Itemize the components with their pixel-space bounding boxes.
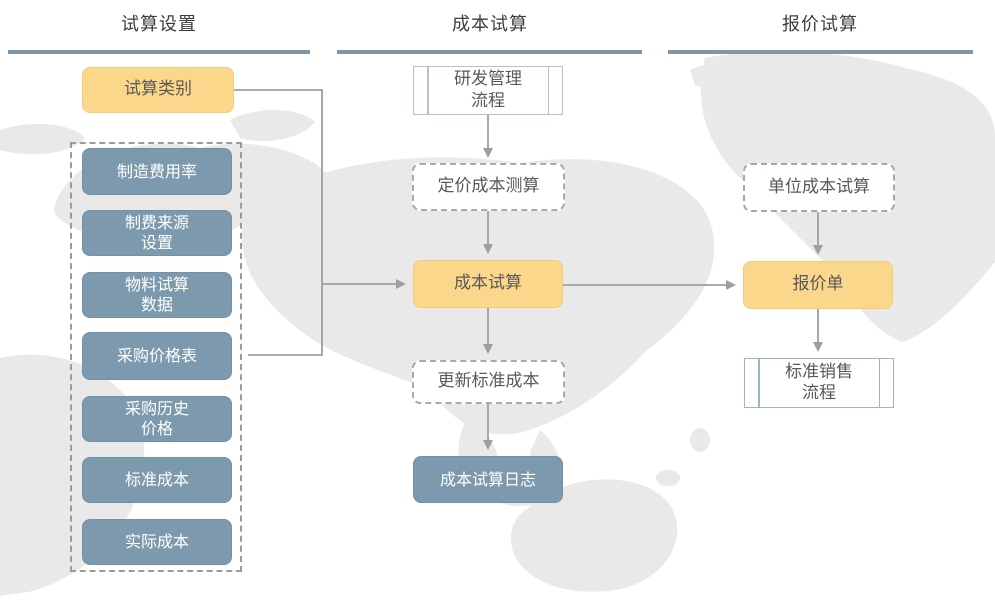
process-bar-right	[547, 67, 549, 114]
node-trial-category: 试算类别	[82, 67, 234, 113]
island-shape	[632, 284, 648, 306]
node-overhead-rate: 制造费用率	[82, 148, 232, 195]
process-bar-left	[427, 67, 429, 114]
column-header-settings: 试算设置	[121, 14, 197, 35]
column-header-costing: 成本试算	[452, 14, 528, 35]
process-bar-right	[878, 359, 880, 407]
node-material-trial-data: 物料试算 数据	[82, 272, 232, 318]
process-bar-left	[758, 359, 760, 407]
node-rd-management-process: 研发管理 流程	[413, 66, 563, 115]
island-shape	[656, 470, 680, 486]
settings-bracket-line	[234, 89, 323, 356]
node-update-standard-cost: 更新标准成本	[412, 360, 565, 404]
costing-header-underline	[337, 50, 642, 54]
node-purchase-history-price: 采购历史 价格	[82, 396, 232, 442]
settings-header-underline	[8, 50, 310, 54]
column-header-quotation: 报价试算	[782, 14, 858, 35]
node-label: 标准销售 流程	[785, 361, 853, 403]
node-actual-cost: 实际成本	[82, 519, 232, 565]
quotation-header-underline	[668, 50, 973, 54]
continent-shape	[230, 110, 315, 142]
island-shape	[690, 428, 710, 452]
continent-shape	[690, 63, 745, 89]
node-pricing-cost-estimation: 定价成本测算	[412, 163, 565, 211]
node-cost-trial: 成本试算	[413, 260, 563, 308]
node-overhead-source-settings: 制费来源 设置	[82, 210, 232, 256]
node-unit-cost-trial: 单位成本试算	[743, 163, 895, 212]
island-shape	[554, 503, 590, 513]
island-shape	[609, 491, 641, 505]
island-shape	[644, 235, 666, 265]
node-purchase-price-list: 采购价格表	[82, 332, 232, 380]
node-standard-sales-process: 标准销售 流程	[744, 358, 894, 408]
node-quotation-sheet: 报价单	[743, 261, 893, 309]
node-cost-trial-log: 成本试算日志	[413, 456, 563, 503]
node-standard-cost: 标准成本	[82, 457, 232, 503]
node-label: 研发管理 流程	[454, 69, 522, 111]
